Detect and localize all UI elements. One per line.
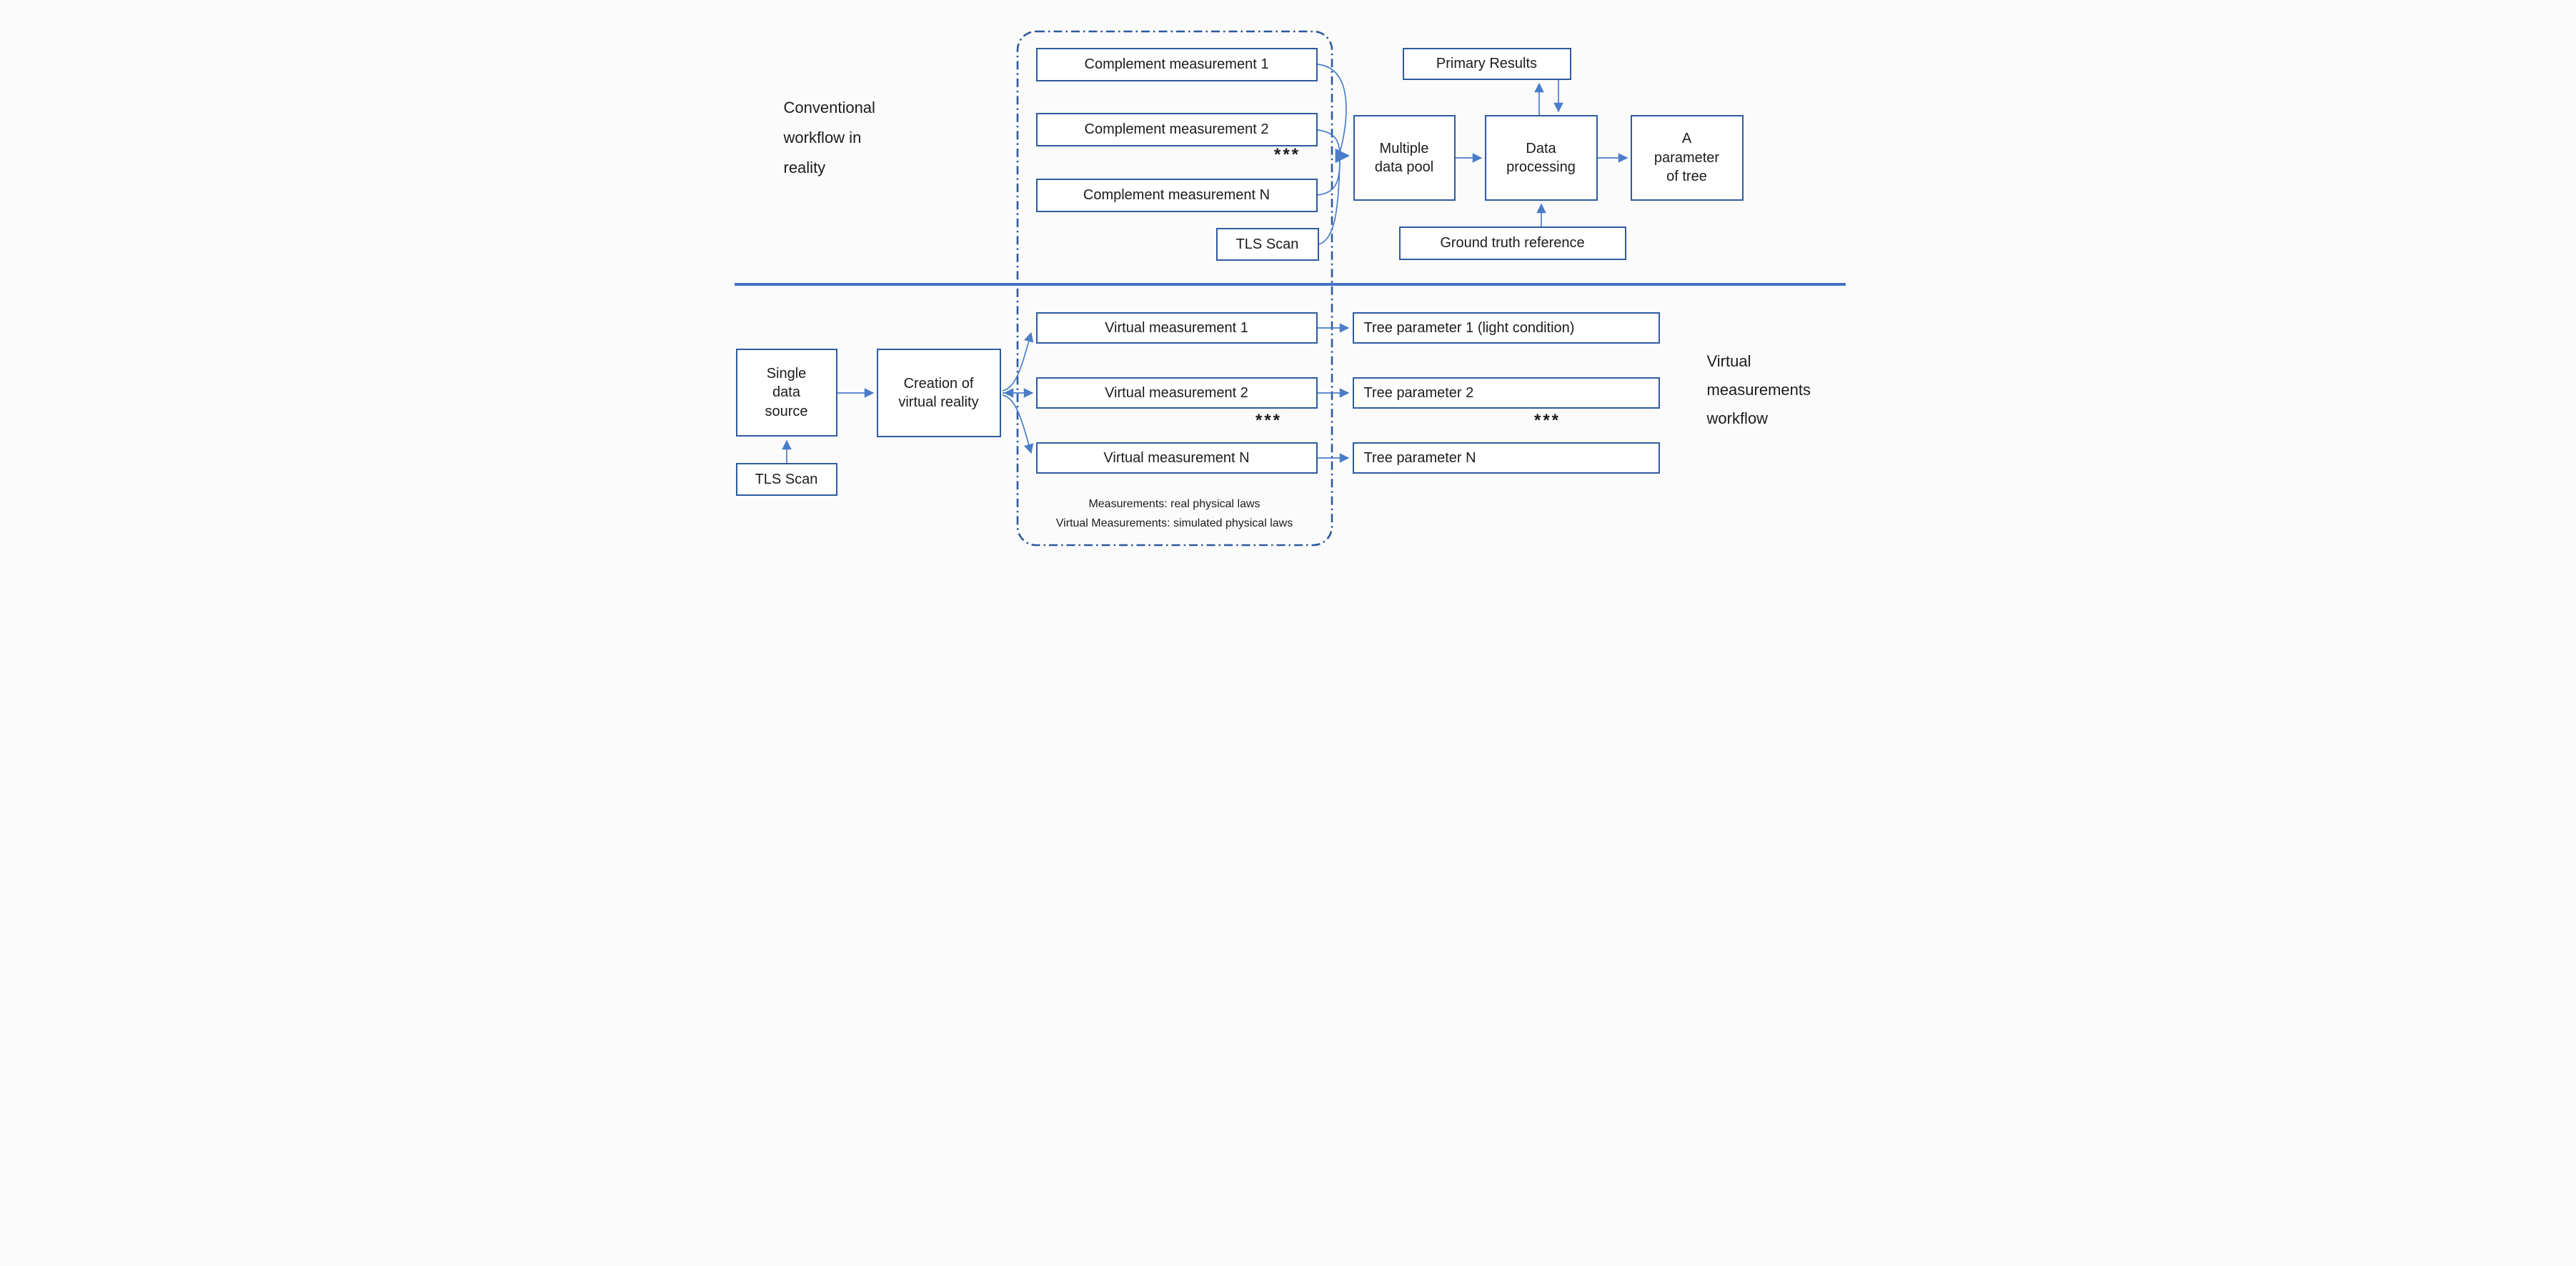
workflow-diagram: Conventional workflow in reality Virtual… bbox=[716, 0, 1860, 562]
bottom-section-label: Virtual measurements workflow bbox=[1706, 352, 1811, 427]
node-single-data-source: Single data source bbox=[735, 349, 837, 437]
ellipsis-top: *** bbox=[1273, 145, 1301, 164]
node-virtual-measurement-N: Virtual measurement N bbox=[1035, 442, 1318, 474]
arrow-complement2-to-pool bbox=[1317, 129, 1341, 154]
node-primary-results: Primary Results bbox=[1402, 48, 1571, 80]
node-complement-measurement-N: Complement measurement N bbox=[1035, 179, 1318, 212]
top-section-label: Conventional workflow in reality bbox=[783, 99, 875, 176]
ellipsis-bottom-left: *** bbox=[1255, 411, 1283, 430]
node-tls-scan-top: TLS Scan bbox=[1215, 228, 1319, 261]
measurement-group-dashed-frame bbox=[1016, 30, 1333, 547]
node-virtual-measurement-1: Virtual measurement 1 bbox=[1035, 312, 1318, 344]
arrow-tls-scan-to-pool bbox=[1318, 161, 1341, 245]
node-creation-of-virtual-reality: Creation of virtual reality bbox=[876, 349, 1001, 437]
arrow-complement1-to-pool bbox=[1317, 64, 1347, 154]
node-tree-parameter-2: Tree parameter 2 bbox=[1352, 377, 1660, 409]
node-a-parameter-of-tree: A parameter of tree bbox=[1630, 115, 1744, 201]
arrow-creation-to-vmN bbox=[1002, 394, 1033, 454]
node-virtual-measurement-2: Virtual measurement 2 bbox=[1035, 377, 1318, 409]
diagram-connectors bbox=[734, 30, 1846, 547]
ellipsis-bottom-right: *** bbox=[1533, 411, 1561, 430]
node-tls-scan-bottom: TLS Scan bbox=[735, 463, 837, 496]
node-tree-parameter-1: Tree parameter 1 (light condition) bbox=[1352, 312, 1660, 344]
frame-caption-line1: Measurements: real physical laws bbox=[1088, 498, 1260, 510]
node-data-processing: Data processing bbox=[1484, 115, 1598, 201]
node-complement-measurement-1: Complement measurement 1 bbox=[1035, 48, 1318, 81]
node-complement-measurement-2: Complement measurement 2 bbox=[1035, 113, 1318, 146]
node-ground-truth-reference: Ground truth reference bbox=[1398, 226, 1626, 260]
node-multiple-data-pool: Multiple data pool bbox=[1353, 115, 1456, 201]
arrow-complementN-to-pool bbox=[1317, 158, 1341, 196]
node-tree-parameter-N: Tree parameter N bbox=[1352, 442, 1660, 474]
frame-caption-line2: Virtual Measurements: simulated physical… bbox=[1055, 517, 1293, 529]
frame-caption: Measurements: real physical laws Virtual… bbox=[1018, 494, 1332, 533]
arrow-creation-to-vm1 bbox=[1002, 332, 1033, 392]
